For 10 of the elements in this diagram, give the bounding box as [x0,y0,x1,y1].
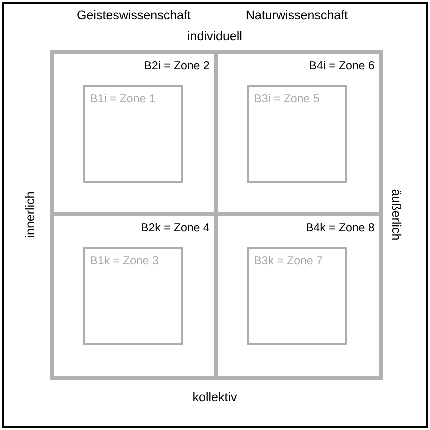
axis-label: Naturwissenschaft [246,10,348,20]
zone-box: B1k = Zone 3 [83,247,183,345]
axis-label: äußerlich [392,190,402,240]
zone-box: B1i = Zone 1 [83,85,183,183]
axis-label: individuell [188,31,242,41]
axis-label: kollektiv [194,392,238,402]
zone-box: B3i = Zone 5 [247,85,347,183]
zone-box: B3k = Zone 7 [247,247,347,345]
axis-label: Geisteswissenschaft [78,10,191,20]
axis-label: innerlich [25,192,35,238]
